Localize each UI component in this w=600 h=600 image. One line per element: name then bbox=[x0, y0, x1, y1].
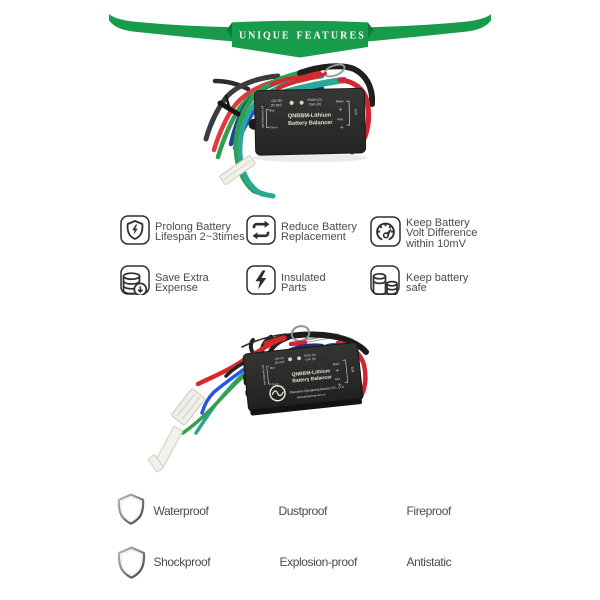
svg-text:Red: Red bbox=[337, 117, 343, 121]
svg-text:+: + bbox=[339, 107, 343, 113]
svg-text:QNBBM-Lithium: QNBBM-Lithium bbox=[288, 113, 331, 120]
svg-text:with Balancing Link: with Balancing Link bbox=[260, 105, 265, 128]
svg-text:+: + bbox=[340, 125, 344, 131]
svg-text:Red: Red bbox=[335, 377, 341, 382]
svg-text:+: + bbox=[335, 368, 339, 374]
svg-text:CHG (R): CHG (R) bbox=[309, 102, 321, 106]
svg-text:Black: Black bbox=[336, 99, 344, 103]
svg-text:(P) OFF: (P) OFF bbox=[271, 103, 283, 107]
svg-text:Shenzhen Qiangneng Electric CO: Shenzhen Qiangneng Electric CO., LTD bbox=[289, 385, 345, 395]
svg-text:+: + bbox=[338, 382, 342, 388]
svg-text:SSCH (G): SSCH (G) bbox=[304, 353, 317, 358]
svg-text:Cell: Cell bbox=[354, 109, 358, 115]
svg-text:QNBBM-Lithium: QNBBM-Lithium bbox=[291, 368, 331, 378]
svg-text:Cell: Cell bbox=[350, 367, 355, 373]
svg-text:Green: Green bbox=[271, 383, 279, 387]
svg-text:Blue: Blue bbox=[269, 108, 275, 112]
svg-text:Battery Balancer: Battery Balancer bbox=[288, 120, 333, 127]
svg-text:(O) ON: (O) ON bbox=[275, 356, 284, 361]
svg-text:Blue: Blue bbox=[270, 366, 276, 370]
svg-text:Black: Black bbox=[333, 362, 341, 367]
svg-text:SSCH (G): SSCH (G) bbox=[307, 98, 321, 102]
svg-text:Battery Balancer: Battery Balancer bbox=[292, 374, 332, 384]
svg-text:CHG (R): CHG (R) bbox=[305, 357, 316, 362]
svg-text:(O) ON: (O) ON bbox=[271, 99, 282, 103]
svg-text:(P) OFF: (P) OFF bbox=[275, 360, 285, 365]
svg-text:Green: Green bbox=[270, 125, 278, 129]
svg-text:www.qiangneng.com.cn: www.qiangneng.com.cn bbox=[297, 392, 326, 399]
svg-text:with Balancing Link: with Balancing Link bbox=[261, 364, 266, 385]
